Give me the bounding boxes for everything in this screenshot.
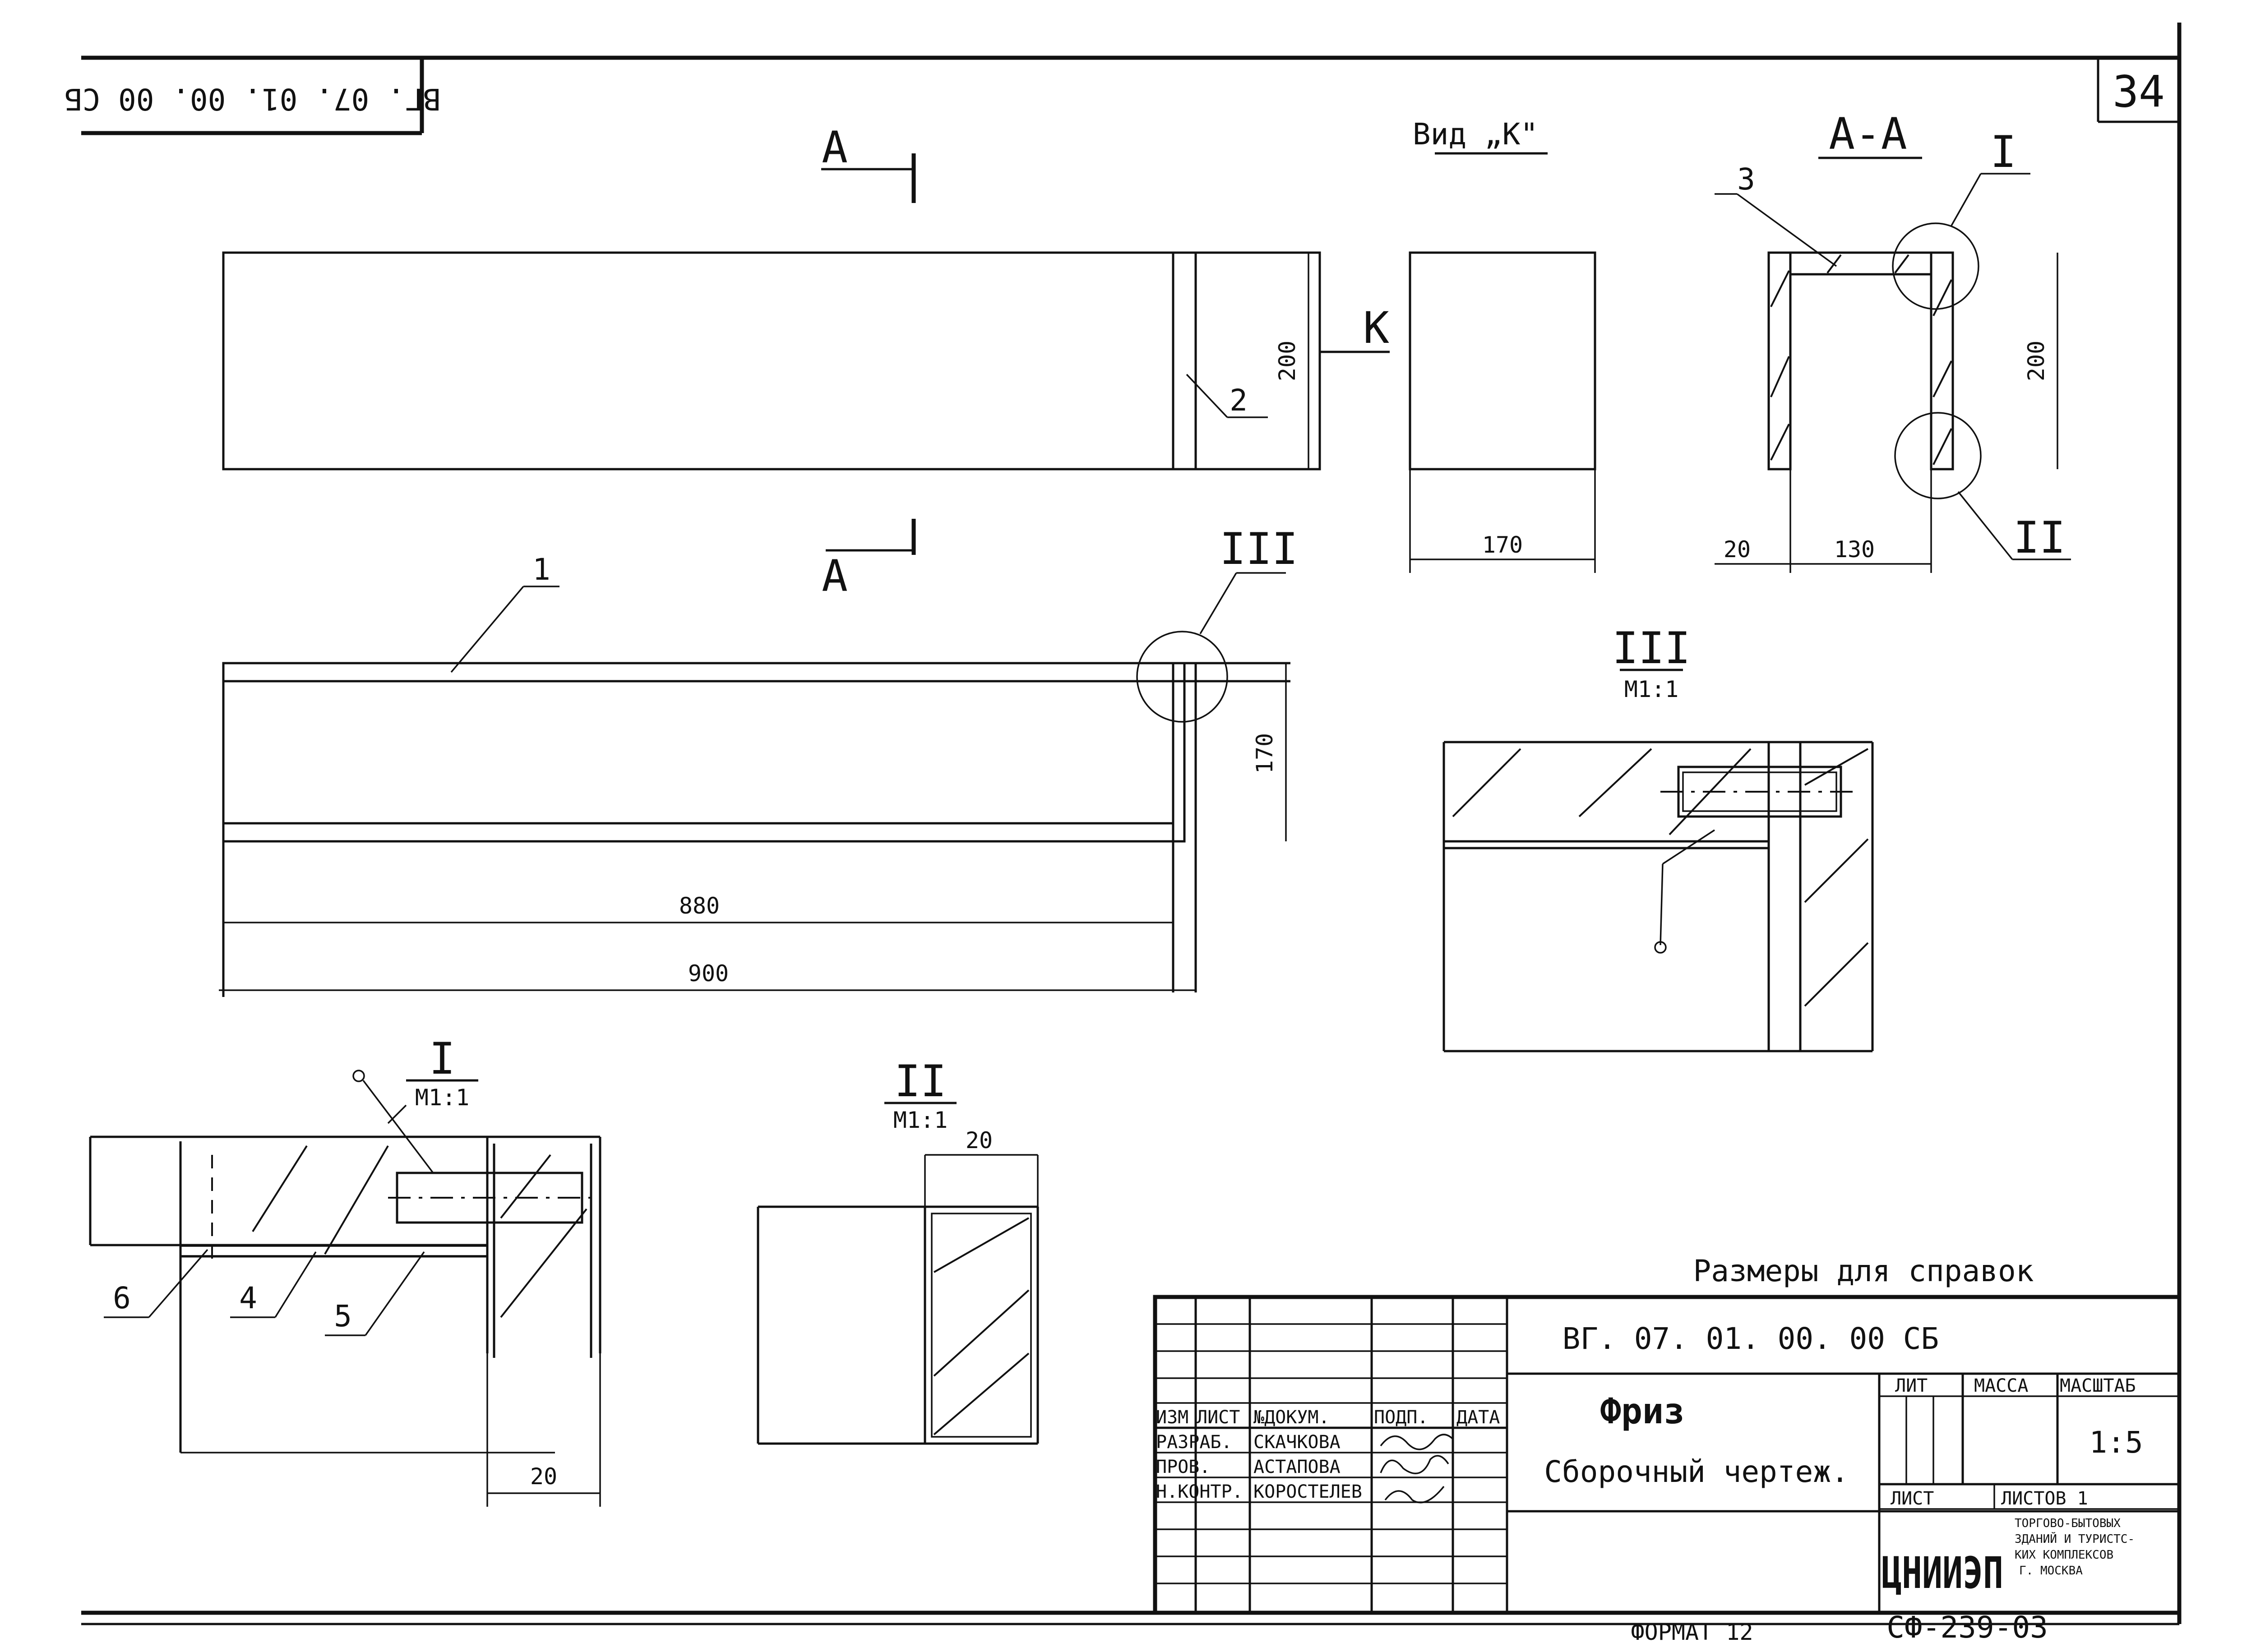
detail-2-scale: М1:1 — [893, 1107, 948, 1133]
dim-section-200: 200 — [2023, 341, 2049, 381]
detail-1-title: I — [429, 1034, 455, 1084]
detail-mark-2: II — [2013, 512, 2066, 563]
tb-header-izm: ИЗМ — [1156, 1407, 1188, 1428]
signature-razrab — [1380, 1434, 1454, 1450]
sheet-format: ФОРМАТ 12 — [1631, 1619, 1753, 1645]
dim-detail-1-20: 20 — [530, 1463, 557, 1490]
tb-role-nkontr: Н.КОНТР. — [1156, 1481, 1243, 1502]
tb-scale-value: 1:5 — [2089, 1425, 2143, 1460]
tb-org-logo: ЦНИИЭП — [1882, 1548, 2003, 1598]
tb-header-list: ЛИСТ — [1197, 1407, 1240, 1428]
tb-header-podp: ПОДП. — [1374, 1407, 1428, 1428]
detail-3-title: III — [1612, 623, 1690, 674]
signature-prov — [1380, 1455, 1449, 1474]
tb-role-prov: ПРОВ. — [1156, 1457, 1210, 1477]
tb-name-razrab: СКАЧКОВА — [1253, 1432, 1341, 1453]
detail-ii: II М1:1 20 — [757, 1056, 1039, 1445]
tb-doc-type: Сборочный чертеж. — [1544, 1454, 1849, 1489]
dim-detail-2-20: 20 — [966, 1127, 993, 1154]
tb-name-prov: АСТАПОВА — [1253, 1457, 1341, 1477]
view-k-title: Вид „К" — [1413, 117, 1538, 152]
tb-scale-label: МАСШТАБ — [2060, 1375, 2136, 1396]
tb-sheet-label: ЛИСТ — [1891, 1488, 1934, 1509]
rotated-doc-code-stamp: ВГ. 07. 01. 00. 00 СБ — [65, 58, 441, 135]
dim-length-880: 880 — [679, 893, 720, 919]
detail-iii: III М1:1 — [1442, 623, 1874, 1052]
callout-4: 4 — [239, 1281, 257, 1315]
front-view: А 2 200 К — [222, 122, 1390, 471]
dim-length-900: 900 — [688, 960, 729, 987]
signature-nkontr — [1384, 1486, 1445, 1504]
rotated-doc-code-text: ВГ. 07. 01. 00. 00 СБ — [65, 82, 441, 116]
tb-designation: ВГ. 07. 01. 00. 00 СБ — [1563, 1321, 1939, 1356]
callout-1: 1 — [532, 552, 550, 587]
detail-mark-3: III — [1220, 524, 1298, 574]
callout-3: 3 — [1737, 162, 1755, 197]
view-k: Вид „К" 170 — [1409, 117, 1596, 573]
detail-mark-1: I — [1990, 127, 2016, 177]
detail-1-scale: М1:1 — [415, 1084, 469, 1111]
view-k-arrow-label: К — [1363, 303, 1389, 353]
tb-name-nkontr: КОРОСТЕЛЕВ — [1253, 1481, 1362, 1502]
tb-sheets-label: ЛИСТОВ 1 — [2001, 1488, 2088, 1509]
dim-section-20: 20 — [1724, 536, 1751, 563]
tb-lit-label: ЛИТ — [1895, 1375, 1928, 1396]
tb-org-line-1: ТОРГОВО-БЫТОВЫХ — [2015, 1517, 2121, 1530]
dim-section-130: 130 — [1834, 536, 1875, 563]
section-aa-title: А-А — [1829, 109, 1907, 159]
callout-5: 5 — [334, 1299, 352, 1334]
plan-view: А 1 III 170 880 900 — [219, 519, 1298, 997]
callout-2: 2 — [1230, 383, 1248, 418]
tb-org-line-4: Г. МОСКВА — [2019, 1564, 2083, 1578]
tb-org-line-3: КИХ КОМПЛЕКСОВ — [2015, 1548, 2113, 1562]
detail-2-title: II — [894, 1056, 947, 1107]
dim-view-k-170: 170 — [1482, 532, 1523, 558]
tb-header-data: ДАТА — [1456, 1407, 1500, 1428]
tb-header-ndokum: №ДОКУМ. — [1253, 1407, 1330, 1428]
sheet-number-box: 34 — [2097, 58, 2179, 123]
section-a-a: А-А 3 I II 200 — [1715, 109, 2071, 573]
dim-side-height-170: 170 — [1252, 733, 1278, 774]
detail-3-scale: М1:1 — [1624, 676, 1678, 702]
tb-product-name: Фриз — [1600, 1391, 1685, 1432]
sheet-archive-number: СФ-239-03 — [1886, 1610, 2048, 1645]
reference-note: Размеры для справок — [1693, 1254, 2034, 1288]
sheet-number: 34 — [2113, 66, 2165, 117]
callout-6: 6 — [113, 1281, 131, 1315]
tb-role-razrab: РАЗРАБ. — [1156, 1432, 1232, 1453]
tb-mass-label: МАССА — [1974, 1375, 2028, 1396]
tb-org-line-2: ЗДАНИЙ И ТУРИСТС- — [2015, 1532, 2135, 1546]
section-mark-a-top: А — [822, 122, 848, 173]
title-block: ИЗМ ЛИСТ №ДОКУМ. ПОДП. ДАТА РАЗРАБ. СКАЧ… — [1153, 1295, 2182, 1615]
dim-front-height-200: 200 — [1274, 341, 1300, 381]
detail-i: I М1:1 6 4 5 — [89, 1034, 601, 1507]
section-mark-a-bottom: А — [822, 551, 848, 601]
